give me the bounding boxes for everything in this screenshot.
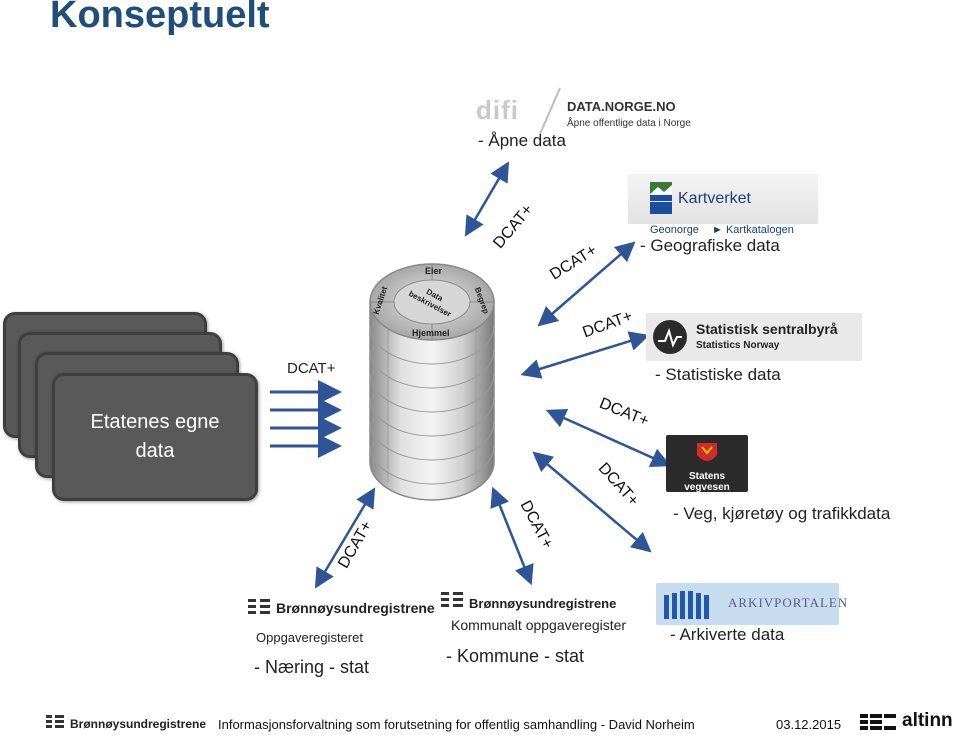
vegvesen-logo: Statens vegvesen — [666, 435, 748, 493]
brreg-naering-title: Brønnøysundregistrene — [276, 600, 435, 616]
geonorge-link: Geonorge — [650, 224, 699, 236]
ssb-logo: Statistisk sentralbyrå Statistics Norway — [646, 313, 862, 361]
kartverket-logo: Kartverket — [628, 174, 818, 224]
metadata-cylinder — [369, 263, 495, 501]
etatene-text: Etatenes egne data — [90, 411, 220, 462]
label-naering-stat: - Næring - stat — [254, 657, 370, 677]
input-arrows — [270, 380, 342, 458]
arrow-naering — [314, 487, 376, 589]
label-arkiverte-data: - Arkiverte data — [670, 625, 785, 644]
ssb-mark-icon — [653, 320, 687, 354]
ssb-title: Statistisk sentralbyrå — [696, 321, 838, 337]
arrow-vegvesen-data — [532, 451, 652, 553]
arrow-ssb — [520, 331, 650, 379]
oppgaveregisteret-label: Oppgaveregisteret — [256, 630, 363, 645]
etatene-dcat-label: DCAT+ — [287, 360, 336, 377]
vegvesen-crest-icon — [697, 443, 717, 461]
kartkatalogen-link: ► Kartkatalogen — [712, 224, 794, 236]
vegvesen-title: Statens vegvesen — [684, 471, 730, 493]
footer-text: Informasjonsforvaltning som forutsetning… — [218, 717, 695, 732]
kartkatalogen-text: Kartkatalogen — [725, 224, 794, 236]
arkivportalen-logo: ARKIVPORTALEN — [656, 583, 847, 625]
arkivportalen-title: ARKIVPORTALEN — [728, 595, 849, 610]
slash-divider — [539, 87, 561, 135]
brreg-kommune-title: Brønnøysundregistrene — [469, 596, 617, 611]
etatene-card: Etatenes egne data — [52, 373, 258, 501]
arrow-geo — [537, 241, 636, 327]
arkiv-columns-icon — [664, 591, 709, 619]
label-geografiske-data: - Geografiske data — [640, 236, 780, 255]
ssb-subtitle: Statistics Norway — [696, 340, 780, 351]
datanorge-subtitle: Åpne offentlige data i Norge — [567, 118, 691, 129]
label-veg-data: - Veg, kjøretøy og trafikkdata — [673, 504, 891, 523]
segment-hjemmel: Hjemmel — [412, 328, 450, 338]
segment-eier: Eier — [425, 266, 443, 276]
label-statistiske-data: - Statistiske data — [655, 365, 781, 384]
arrow-kommune — [490, 486, 534, 586]
brreg-kommune-icon — [441, 592, 463, 607]
label-apne-data: - Åpne data — [478, 131, 566, 150]
altinn-logo: altinn — [902, 710, 953, 731]
datanorge-logo: DATA.NORGE.NO — [567, 99, 676, 114]
difi-logo: difi — [476, 95, 519, 125]
footer-brreg-logo: Brønnøysundregistrene — [70, 717, 207, 731]
label-kommune-stat: - Kommune - stat — [446, 646, 585, 666]
kommunalt-oppgaveregister-label: Kommunalt oppgaveregister — [451, 617, 627, 633]
arrow-apne — [464, 161, 510, 237]
kartverket-title: Kartverket — [678, 190, 751, 207]
kartverket-mark-icon — [650, 182, 672, 214]
footer-brreg-icon — [46, 715, 64, 728]
altinn-mark-icon — [860, 714, 896, 730]
brreg-naering-icon — [248, 599, 270, 614]
page-title: Konseptuelt — [50, 0, 270, 36]
footer-date: 03.12.2015 — [776, 717, 842, 732]
